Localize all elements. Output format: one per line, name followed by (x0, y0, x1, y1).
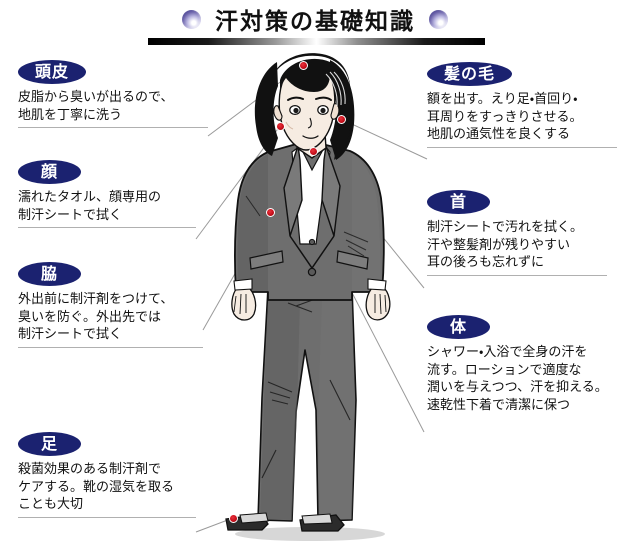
callout-rule-neck (427, 274, 607, 276)
callout-text-armpit: 外出前に制汗剤をつけて、 臭いを防ぐ。外出先では 制汗シートで拭く (18, 292, 174, 342)
callout-text-neck: 制汗シートで汚れを拭く。 汗や整髪剤が残りやすい 耳の後ろも忘れずに (427, 220, 584, 270)
callout-armpit: 脇 外出前に制汗剤をつけて、 臭いを防ぐ。外出先では 制汗シートで拭く (18, 262, 203, 348)
callout-rule-feet (18, 516, 196, 518)
page-title: 汗対策の基礎知識 (215, 9, 415, 35)
callout-label-scalp: 頭皮 (18, 60, 87, 84)
marker-face (275, 121, 285, 131)
callout-label-hair: 髪の毛 (427, 62, 513, 86)
marker-armpit (265, 207, 275, 217)
callout-label-neck: 首 (427, 190, 491, 214)
callout-text-feet: 殺菌効果のある制汗剤で ケアする。靴の湿気を取る ことも大切 (18, 462, 175, 512)
sphere-icon-left (182, 9, 201, 29)
marker-scalp (298, 60, 308, 70)
callout-text-hair: 額を出す。えり足・首回り・ 耳周りをすっきりさせる。 地肌の通気性を良くする (427, 92, 583, 142)
callout-text-scalp: 皮脂から臭いが出るので、 地肌を丁寧に洗う (18, 90, 174, 123)
callout-label-feet: 足 (18, 432, 82, 456)
callout-feet: 足 殺菌効果のある制汗剤で ケアする。靴の湿気を取る ことも大切 (18, 432, 196, 518)
callout-rule-scalp (18, 127, 208, 128)
callout-label-armpit: 脇 (18, 262, 82, 286)
callout-text-body: シャワー・入浴で全身の汗を 流す。ローションで適度な 潤いを与えつつ、汗を抑える… (427, 345, 608, 413)
callout-rule-hair (427, 146, 617, 148)
marker-hair (336, 114, 346, 124)
callout-rule-face (18, 227, 196, 228)
sphere-icon-right (429, 9, 448, 29)
callout-scalp: 頭皮 皮脂から臭いが出るので、 地肌を丁寧に洗う (18, 60, 208, 128)
callout-label-body: 体 (427, 315, 491, 339)
callout-body: 体 シャワー・入浴で全身の汗を 流す。ローションで適度な 潤いを与えつつ、汗を抑… (427, 315, 623, 414)
title-underline-bar (148, 38, 485, 45)
marker-feet (228, 513, 238, 523)
page-header: 汗対策の基礎知識 (0, 2, 630, 36)
callout-rule-armpit (18, 346, 203, 348)
callout-text-face: 濡れたタオル、顔専用の 制汗シートで拭く (18, 190, 162, 223)
callout-hair: 髪の毛 額を出す。えり足・首回り・ 耳周りをすっきりさせる。 地肌の通気性を良く… (427, 62, 617, 148)
callout-face: 顔 濡れたタオル、顔専用の 制汗シートで拭く (18, 160, 196, 228)
callout-label-face: 顔 (18, 160, 82, 184)
marker-neck (308, 146, 318, 156)
callout-neck: 首 制汗シートで汚れを拭く。 汗や整髪剤が残りやすい 耳の後ろも忘れずに (427, 190, 607, 276)
